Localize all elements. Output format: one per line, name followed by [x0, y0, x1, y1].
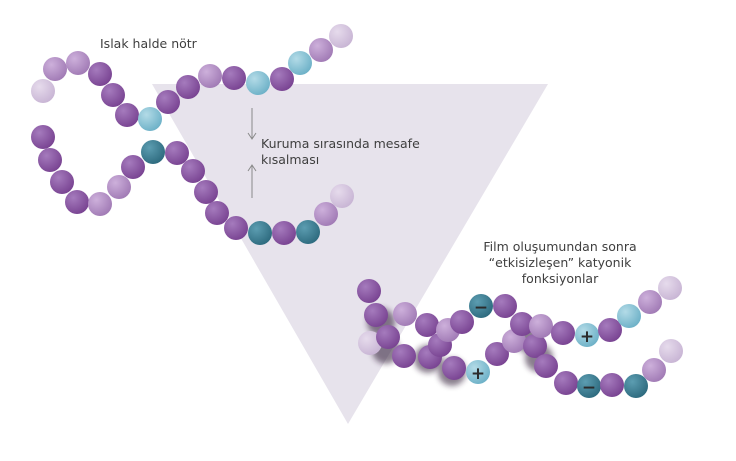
teal-bead: [469, 294, 493, 318]
purple-bead: [534, 354, 558, 378]
light-blue-bead: [466, 360, 490, 384]
light-purple-bead: [309, 38, 333, 62]
teal-bead: [624, 374, 648, 398]
purple-bead: [38, 148, 62, 172]
wet-neutral-label: Islak halde nötr: [100, 36, 197, 51]
drying-distance-line1: Kuruma sırasında mesafe: [261, 136, 420, 151]
teal-bead: [141, 140, 165, 164]
purple-bead: [205, 201, 229, 225]
purple-bead: [101, 83, 125, 107]
light-purple-bead: [107, 175, 131, 199]
wet-chain-upper: [31, 24, 353, 131]
teal-bead: [248, 221, 272, 245]
purple-bead: [165, 141, 189, 165]
light-purple-bead: [314, 202, 338, 226]
purple-bead: [364, 303, 388, 327]
purple-bead: [50, 170, 74, 194]
plus-sign-icon: +: [580, 327, 594, 347]
purple-bead: [376, 325, 400, 349]
light-purple-bead: [66, 51, 90, 75]
light-purple-bead: [198, 64, 222, 88]
drying-distance-line2: kısalması: [261, 152, 320, 167]
after-film-line3: fonksiyonlar: [521, 271, 599, 286]
pale-bead: [31, 79, 55, 103]
light-purple-bead: [393, 302, 417, 326]
purple-bead: [270, 67, 294, 91]
purple-bead: [598, 318, 622, 342]
purple-bead: [272, 221, 296, 245]
light-blue-bead: [288, 51, 312, 75]
purple-bead: [551, 321, 575, 345]
purple-bead: [600, 373, 624, 397]
purple-bead: [523, 334, 547, 358]
purple-bead: [493, 294, 517, 318]
pale-bead: [330, 184, 354, 208]
wet-chain-lower: [31, 125, 354, 245]
pale-bead: [329, 24, 353, 48]
background-triangle: [152, 84, 548, 424]
purple-bead: [450, 310, 474, 334]
purple-bead: [194, 180, 218, 204]
purple-bead: [485, 342, 509, 366]
purple-bead: [224, 216, 248, 240]
teal-bead: [577, 374, 601, 398]
light-blue-bead: [138, 107, 162, 131]
pale-bead: [659, 339, 683, 363]
light-purple-bead: [638, 290, 662, 314]
light-blue-bead: [617, 304, 641, 328]
purple-bead: [392, 344, 416, 368]
teal-bead: [296, 220, 320, 244]
purple-bead: [222, 66, 246, 90]
light-purple-bead: [43, 57, 67, 81]
after-film-line1: Film oluşumundan sonra: [483, 239, 637, 254]
pale-bead: [658, 276, 682, 300]
after-film-line2: “etkisizleşen” katyonik: [488, 255, 632, 270]
purple-bead: [510, 312, 534, 336]
purple-bead: [115, 103, 139, 127]
after-film-label: Film oluşumundan sonra “etkisizleşen” ka…: [462, 239, 658, 287]
drying-distance-label: Kuruma sırasında mesafe kısalması: [261, 136, 420, 168]
purple-bead: [156, 90, 180, 114]
purple-bead: [357, 279, 381, 303]
film-chain: [357, 276, 683, 398]
purple-bead: [442, 356, 466, 380]
charge-symbols: + + − −: [471, 298, 596, 398]
purple-bead: [121, 155, 145, 179]
purple-bead: [181, 159, 205, 183]
purple-bead: [65, 190, 89, 214]
purple-bead: [88, 62, 112, 86]
light-blue-bead: [575, 323, 599, 347]
purple-bead: [176, 75, 200, 99]
minus-sign-icon: −: [582, 378, 596, 398]
distance-arrows: [247, 108, 257, 198]
purple-bead: [31, 125, 55, 149]
light-purple-bead: [88, 192, 112, 216]
light-blue-bead: [246, 71, 270, 95]
light-purple-bead: [642, 358, 666, 382]
light-purple-bead: [529, 314, 553, 338]
minus-sign-icon: −: [474, 298, 488, 318]
purple-bead: [554, 371, 578, 395]
purple-bead: [415, 313, 439, 337]
plus-sign-icon: +: [471, 364, 485, 384]
